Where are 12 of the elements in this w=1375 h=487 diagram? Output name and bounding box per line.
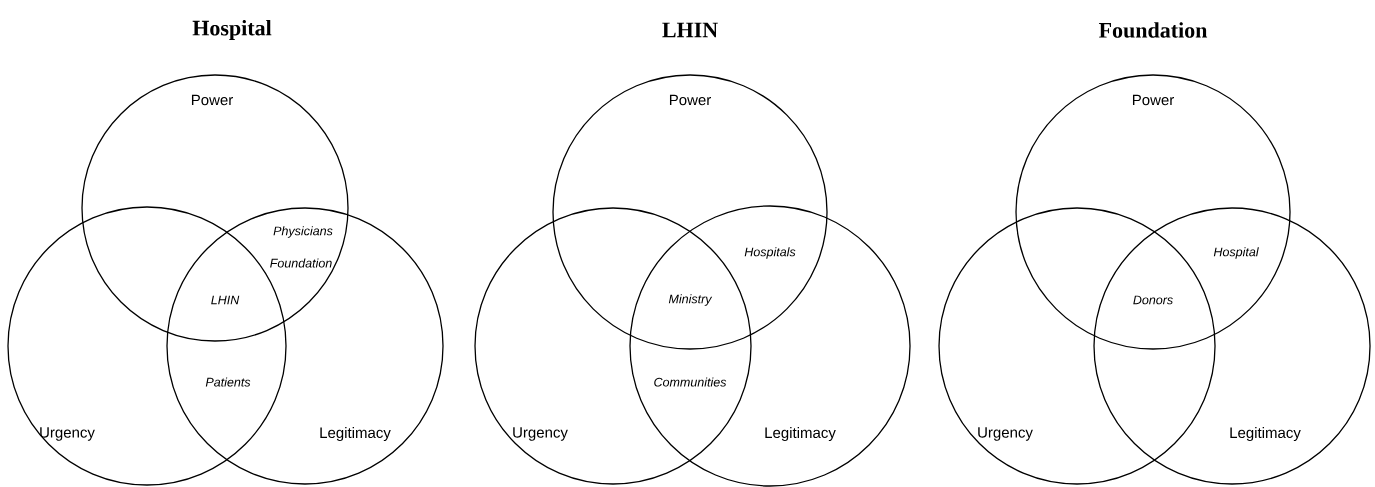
panel-title: Foundation: [1099, 22, 1208, 38]
overlap-label: Donors: [1133, 295, 1173, 305]
overlap-label: Foundation: [270, 258, 332, 268]
panel-title: LHIN: [662, 22, 718, 38]
overlap-label: Communities: [654, 377, 727, 387]
overlap-label: Hospital: [1213, 247, 1259, 259]
panel-title: Hospital: [192, 20, 272, 40]
overlap-label: Patients: [205, 377, 251, 387]
overlap-label: Hospitals: [744, 247, 796, 259]
overlap-label: Ministry: [668, 294, 713, 306]
overlap-label: LHIN: [211, 295, 240, 305]
overlap-label: Physicians: [273, 226, 333, 238]
